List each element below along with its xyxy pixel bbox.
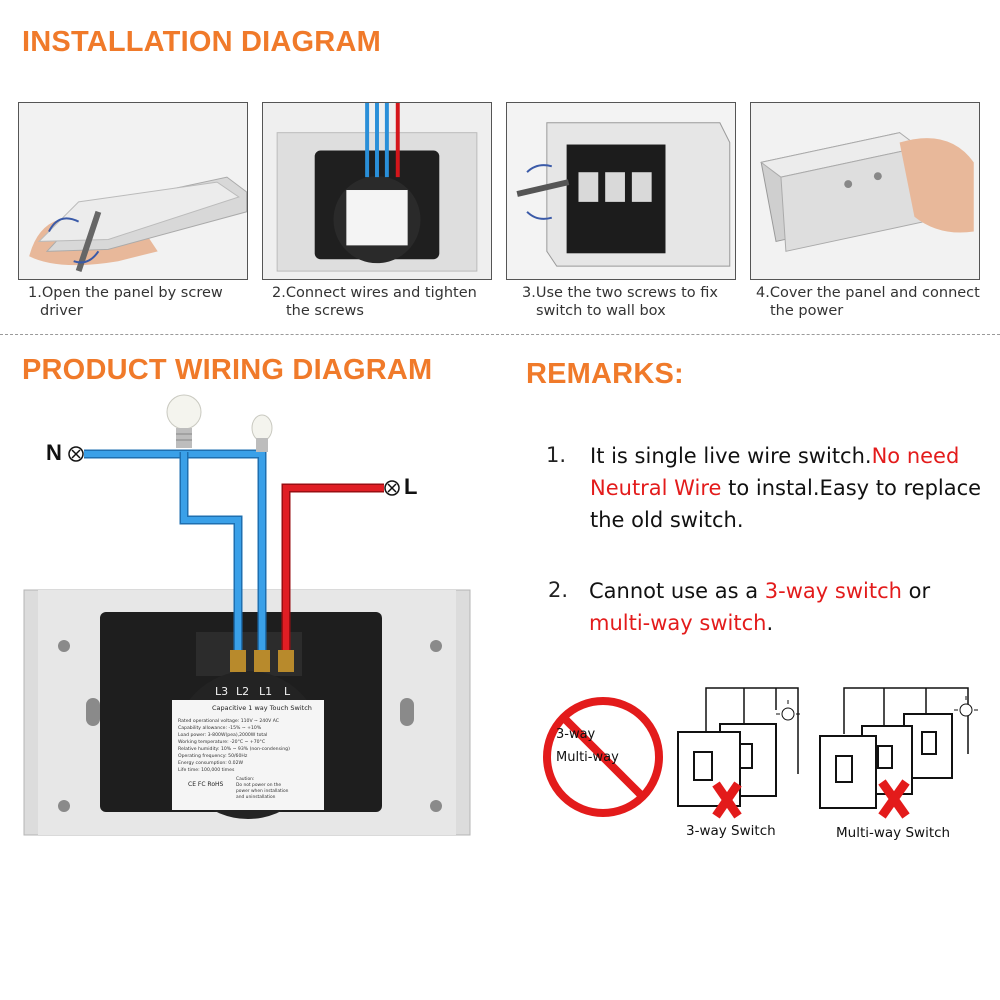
caution-line: power when installation — [236, 788, 289, 794]
bulb-icon — [954, 696, 978, 717]
installation-heading: INSTALLATION DIAGRAM — [22, 26, 381, 58]
terminal-label: L2 — [236, 685, 249, 698]
neutral-label: N — [46, 440, 62, 465]
wiring-heading: PRODUCT WIRING DIAGRAM — [22, 354, 433, 386]
step-2-photo — [262, 102, 492, 280]
step-3-photo — [506, 102, 736, 280]
remarks-heading: REMARKS: — [526, 358, 684, 390]
bulb-icon — [776, 700, 800, 721]
module-label — [172, 700, 324, 810]
caution-line: and uninstallation — [236, 794, 276, 800]
step-1-photo — [18, 102, 248, 280]
cert-marks: CE FC RoHS — [188, 781, 224, 788]
spec-line: Rated operational voltage: 110V ~ 240V A… — [178, 718, 279, 724]
module-title: Capacitive 1 way Touch Switch — [212, 704, 312, 712]
spec-line: Working temperature: -20°C ~ +70°C — [178, 739, 265, 745]
bulb-icon — [251, 414, 273, 452]
multi-way-caption: Multi-way Switch — [836, 825, 951, 841]
live-terminal-icon — [384, 480, 400, 496]
remark-1-text: It is single live wire switch.No need Ne… — [590, 444, 982, 532]
terminal-label: L3 — [215, 685, 228, 698]
spec-line: Operating frequency: 50/60Hz — [178, 753, 248, 759]
three-way-caption: 3-way Switch — [686, 823, 776, 839]
cross-icon — [878, 779, 910, 819]
cross-icon — [712, 781, 742, 819]
caution-line: Caution: — [236, 776, 254, 782]
terminal-label: L — [284, 685, 291, 698]
remark-2-text: Cannot use as a 3-way switch or multi-wa… — [589, 579, 931, 635]
spec-line: Capability allowance: -15% ~ +10% — [178, 725, 262, 731]
spec-line: Life time: 100,000 times — [178, 767, 235, 773]
step-3-caption: 3.Use the two screws to fix switch to wa… — [522, 285, 718, 319]
spec-line: Relative humidity: 10% ~ 93% (non-conden… — [178, 746, 290, 752]
prohibited-sign-icon: 3-way Multi-way — [543, 697, 663, 817]
remark-1-number: 1. — [546, 443, 567, 467]
multi-way-illustration — [819, 687, 978, 819]
bulb-icon — [166, 394, 202, 448]
neutral-terminal-icon — [68, 446, 84, 462]
wiring-diagram: L3 L2 L1 L Capacitive 1 way Touch Switch… — [23, 394, 471, 836]
live-label: L — [404, 474, 418, 499]
spec-line: Load power: 3-800W(pea),2000W total — [178, 732, 267, 738]
step-1-caption: 1.Open the panel by screw driver — [28, 285, 223, 319]
remark-2-number: 2. — [548, 578, 569, 602]
no-sign-3way: 3-way — [556, 727, 596, 742]
step-4-photo — [750, 102, 980, 280]
no-sign-multiway: Multi-way — [556, 750, 619, 765]
section-divider — [0, 334, 1000, 335]
terminal-label: L1 — [259, 685, 272, 698]
step-4-caption: 4.Cover the panel and connect the power — [756, 285, 980, 319]
spec-line: Energy consumption: 0.02W — [178, 760, 244, 766]
three-way-illustration — [677, 687, 800, 819]
caution-line: Do not power on the — [236, 782, 281, 788]
step-2-caption: 2.Connect wires and tighten the screws — [272, 285, 477, 319]
